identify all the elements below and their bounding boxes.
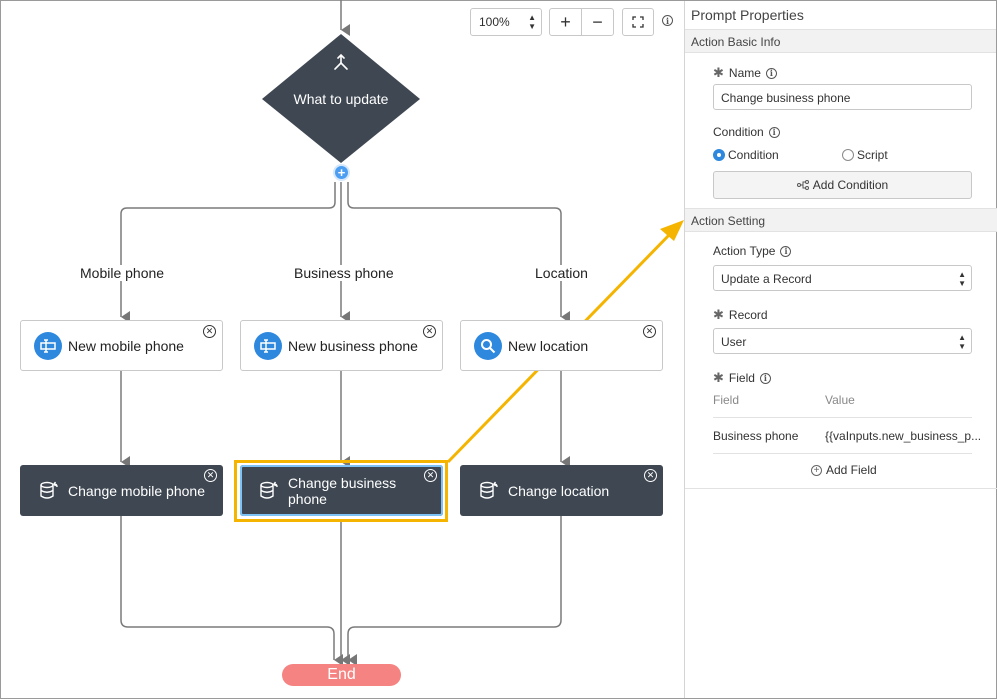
field-label: Field [728,371,755,385]
pointer-arrowhead [660,220,684,241]
field-row-name[interactable]: Business phone [713,429,799,443]
add-condition-label: Add Condition [812,178,889,192]
name-label: Name [728,66,761,80]
node-label: New location [508,337,589,354]
record-label: Record [728,308,768,322]
field-column-header: Field [713,393,740,407]
panel-bottom-divider [685,488,997,489]
divider [713,417,972,418]
database-icon [260,481,278,499]
action-type-select[interactable]: Update a Record ▲▼ [713,265,972,291]
split-arrows-icon [334,54,348,70]
radio-unselected-icon [842,149,854,161]
radio-selected-icon [713,149,725,161]
name-input[interactable]: Change business phone [713,84,972,110]
action-type-label: Action Type [713,244,776,258]
zoom-button-group: + − [549,8,614,36]
close-icon[interactable]: ✕ [423,325,436,338]
radio-condition-label: Condition [728,148,779,162]
close-icon[interactable]: ✕ [644,469,657,482]
record-value: User [721,335,747,349]
field-label-row: ✱ Field i [713,370,771,386]
close-icon[interactable]: ✕ [203,325,216,338]
add-field-label: Add Field [826,463,877,477]
search-icon [474,331,502,360]
select-arrows-icon: ▲▼ [958,270,966,288]
record-label-row: ✱ Record [713,307,768,323]
condition-label: Condition [713,125,764,139]
section-header-basic[interactable]: Action Basic Info [685,29,996,53]
close-icon[interactable]: ✕ [204,469,217,482]
close-icon[interactable]: ✕ [424,469,437,482]
node-new-business-phone[interactable]: New business phone ✕ [240,320,443,371]
zoom-out-button[interactable]: − [581,9,613,35]
select-arrows-icon: ▲▼ [528,13,536,31]
required-icon: ✱ [713,370,724,385]
zoom-value: 100% [479,15,510,29]
node-new-mobile-phone[interactable]: New mobile phone ✕ [20,320,223,371]
select-arrows-icon: ▲▼ [958,333,966,351]
panel-title: Prompt Properties [691,7,804,23]
node-change-location[interactable]: Change location ✕ [460,465,663,516]
database-icon [40,481,58,499]
field-row-value[interactable]: {{vaInputs.new_business_p... [825,429,982,443]
close-icon[interactable]: ✕ [643,325,656,338]
node-label: New mobile phone [68,337,184,354]
connector-branch-1 [120,182,336,323]
node-new-location[interactable]: New location ✕ [460,320,663,371]
node-change-mobile-phone[interactable]: Change mobile phone ✕ [20,465,223,516]
add-condition-button[interactable]: Add Condition [713,171,972,199]
section-header-setting[interactable]: Action Setting [685,208,997,232]
connector-location-end [347,516,562,666]
fit-to-screen-button[interactable] [622,8,654,36]
zoom-in-button[interactable]: + [560,11,571,32]
text-input-icon [254,331,282,360]
expand-icon [632,16,644,28]
info-icon[interactable]: i [765,67,777,79]
node-change-business-phone[interactable]: Change business phone ✕ [240,465,443,516]
add-field-button[interactable]: + Add Field [811,463,877,477]
node-label: Change business phone [288,474,397,507]
node-label: New business phone [288,337,418,354]
decision-label[interactable]: What to update [293,91,389,107]
radio-script-label: Script [857,148,888,162]
required-icon: ✱ [713,307,724,322]
node-label: Change location [508,482,610,499]
condition-label-row: Condition i [713,125,780,139]
zoom-select[interactable]: 100% ▲▼ [470,8,542,36]
action-type-label-row: Action Type i [713,244,792,258]
connector-branch-3 [347,182,570,323]
branch-label-mobile: Mobile phone [77,265,168,281]
radio-condition[interactable]: Condition [713,148,779,162]
decision-diamond [262,34,420,163]
properties-panel: Prompt Properties Action Basic Info ✱ Na… [684,1,997,698]
action-type-value: Update a Record [721,272,812,286]
info-icon[interactable]: i [780,245,792,257]
radio-script[interactable]: Script [842,148,888,162]
branch-label-location: Location [532,265,591,281]
info-icon[interactable]: i [768,126,780,138]
flow-icon [796,180,809,190]
connector-mobile-end [120,516,343,666]
required-icon: ✱ [713,65,724,80]
plus-circle-icon: + [811,464,822,476]
branch-label-business: Business phone [291,265,397,281]
info-icon[interactable]: i [662,15,673,26]
highlight-box [234,460,448,522]
text-input-icon [34,331,62,360]
add-branch-button[interactable]: + [333,164,350,181]
record-select[interactable]: User ▲▼ [713,328,972,354]
node-label: Change mobile phone [68,482,205,499]
name-label-row: ✱ Name i [713,65,777,81]
value-column-header: Value [825,393,855,407]
database-icon [480,481,498,499]
divider [713,453,972,454]
info-icon[interactable]: i [759,372,771,384]
end-node[interactable]: End [282,664,401,686]
